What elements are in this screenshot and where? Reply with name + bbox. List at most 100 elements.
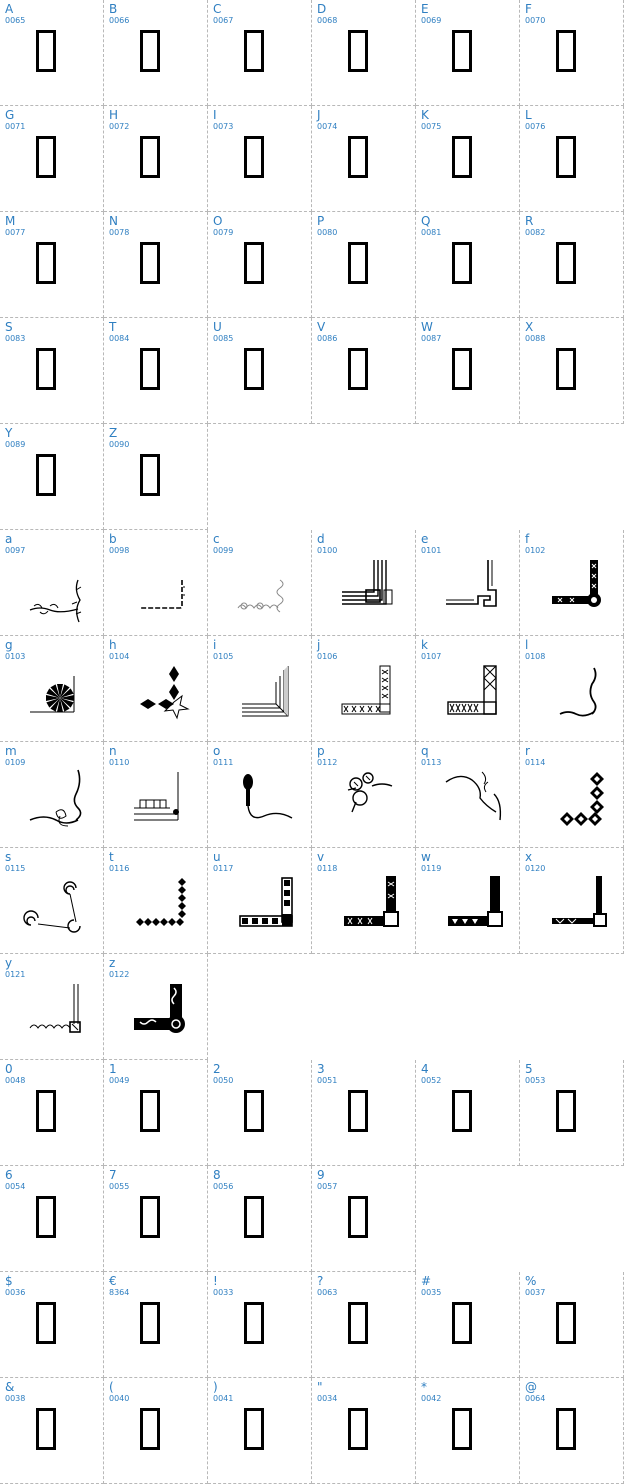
multiline-corner-ornament [312, 530, 416, 636]
glyph-code-label: 0088 [525, 334, 546, 343]
glyph-code-label: 0054 [5, 1182, 26, 1191]
glyph-char-label: t [109, 850, 114, 864]
glyph-char-label: p [317, 744, 325, 758]
glyph-char-label: Q [421, 214, 431, 228]
glyph-char-label: l [525, 638, 529, 652]
missing-glyph-box [416, 0, 520, 106]
glyph-code-label: 0100 [317, 546, 338, 555]
spiral-corner-ornament [0, 848, 104, 954]
glyph-code-label: 0082 [525, 228, 546, 237]
glyph-char-label: H [109, 108, 119, 122]
glyph-char-label: C [213, 2, 222, 16]
dotted-diamond-corner-ornament [104, 848, 208, 954]
missing-glyph-box [520, 1272, 624, 1378]
missing-glyph-box [0, 0, 104, 106]
glyph-char-label: d [317, 532, 325, 546]
glyph-char-label: g [5, 638, 13, 652]
glyph-code-label: 0041 [213, 1394, 234, 1403]
missing-glyph-box [0, 106, 104, 212]
glyph-char-label: Z [109, 426, 118, 440]
glyph-char-label: E [421, 2, 429, 16]
glyph-code-label: 0119 [421, 864, 442, 873]
glyph-char-label: s [5, 850, 12, 864]
glyph-code-label: 0050 [213, 1076, 234, 1085]
glyph-char-label: ( [109, 1380, 114, 1394]
glyph-code-label: 0086 [317, 334, 338, 343]
missing-glyph-box [104, 318, 208, 424]
missing-glyph-box [208, 1378, 312, 1484]
glyph-char-label: 6 [5, 1168, 13, 1182]
glyph-char-label: 7 [109, 1168, 117, 1182]
missing-glyph-box [312, 1378, 416, 1484]
glyph-code-label: 0101 [421, 546, 442, 555]
glyph-code-label: 0081 [421, 228, 442, 237]
missing-glyph-box [312, 1166, 416, 1272]
glyph-char-label: U [213, 320, 222, 334]
glyph-code-label: 0071 [5, 122, 26, 131]
glyph-code-label: 0072 [109, 122, 130, 131]
glyph-code-label: 0087 [421, 334, 442, 343]
glyph-char-label: a [5, 532, 13, 546]
missing-glyph-box [312, 0, 416, 106]
glyph-char-label: & [5, 1380, 15, 1394]
glyph-code-label: 0052 [421, 1076, 442, 1085]
glyph-code-label: 0068 [317, 16, 338, 25]
glyph-code-label: 0051 [317, 1076, 338, 1085]
missing-glyph-box [520, 0, 624, 106]
glyph-code-label: 0106 [317, 652, 338, 661]
missing-glyph-box [520, 212, 624, 318]
glyph-code-label: 0038 [5, 1394, 26, 1403]
glyph-code-label: 0055 [109, 1182, 130, 1191]
glyph-code-label: 0117 [213, 864, 234, 873]
missing-glyph-box [104, 106, 208, 212]
glyph-char-label: W [421, 320, 433, 334]
glyph-code-label: 0036 [5, 1288, 26, 1297]
dashed-corner-ornament [104, 530, 208, 636]
music-corner-ornament [104, 742, 208, 848]
glyph-char-label: b [109, 532, 117, 546]
glyph-code-label: 0116 [109, 864, 130, 873]
glyph-char-label: V [317, 320, 326, 334]
missing-glyph-box [208, 1272, 312, 1378]
greek-key-corner-ornament [416, 530, 520, 636]
missing-glyph-box [208, 212, 312, 318]
glyph-code-label: 0076 [525, 122, 546, 131]
glyph-code-label: 0122 [109, 970, 130, 979]
glyph-char-label: 9 [317, 1168, 325, 1182]
missing-glyph-box [0, 212, 104, 318]
glyph-char-label: 4 [421, 1062, 429, 1076]
missing-glyph-box [0, 1272, 104, 1378]
vine-corner-ornament [0, 530, 104, 636]
glyph-char-label: S [5, 320, 13, 334]
glyph-code-label: 0065 [5, 16, 26, 25]
glyph-code-label: 0064 [525, 1394, 546, 1403]
glyph-char-label: 5 [525, 1062, 533, 1076]
glyph-code-label: 0063 [317, 1288, 338, 1297]
diamond-star-corner-ornament [104, 636, 208, 742]
glyph-cell: ?0063 [312, 1272, 416, 1378]
glyph-code-label: 0053 [525, 1076, 546, 1085]
glyph-char-label: @ [525, 1380, 537, 1394]
glyph-char-label: k [421, 638, 428, 652]
